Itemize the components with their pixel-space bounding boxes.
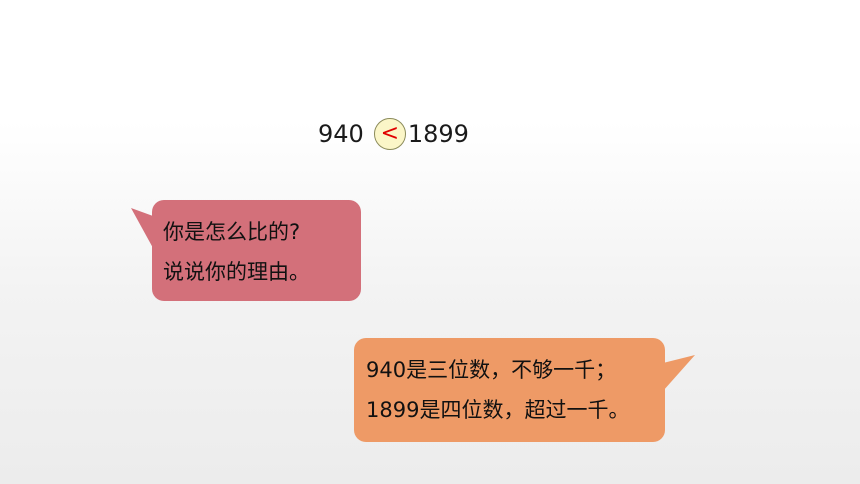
- question-speech-bubble: 你是怎么比的? 说说你的理由。: [131, 200, 361, 301]
- number-comparison: 940 < 1899: [318, 110, 469, 158]
- comparison-symbol-circle: <: [373, 118, 406, 150]
- right-number: 1899: [407, 120, 469, 148]
- answer-line-1: 940是三位数，不够一千；: [366, 358, 617, 382]
- answer-speech-bubble: 940是三位数，不够一千； 1899是四位数，超过一千。: [354, 338, 695, 442]
- less-than-symbol: <: [380, 121, 400, 146]
- question-line-2: 说说你的理由。: [163, 260, 310, 284]
- left-number: 940: [318, 120, 364, 148]
- answer-line-2: 1899是四位数，超过一千。: [366, 398, 630, 422]
- question-bubble-tail: [131, 207, 153, 249]
- question-line-1: 你是怎么比的?: [163, 220, 301, 244]
- answer-bubble-tail: [663, 355, 695, 391]
